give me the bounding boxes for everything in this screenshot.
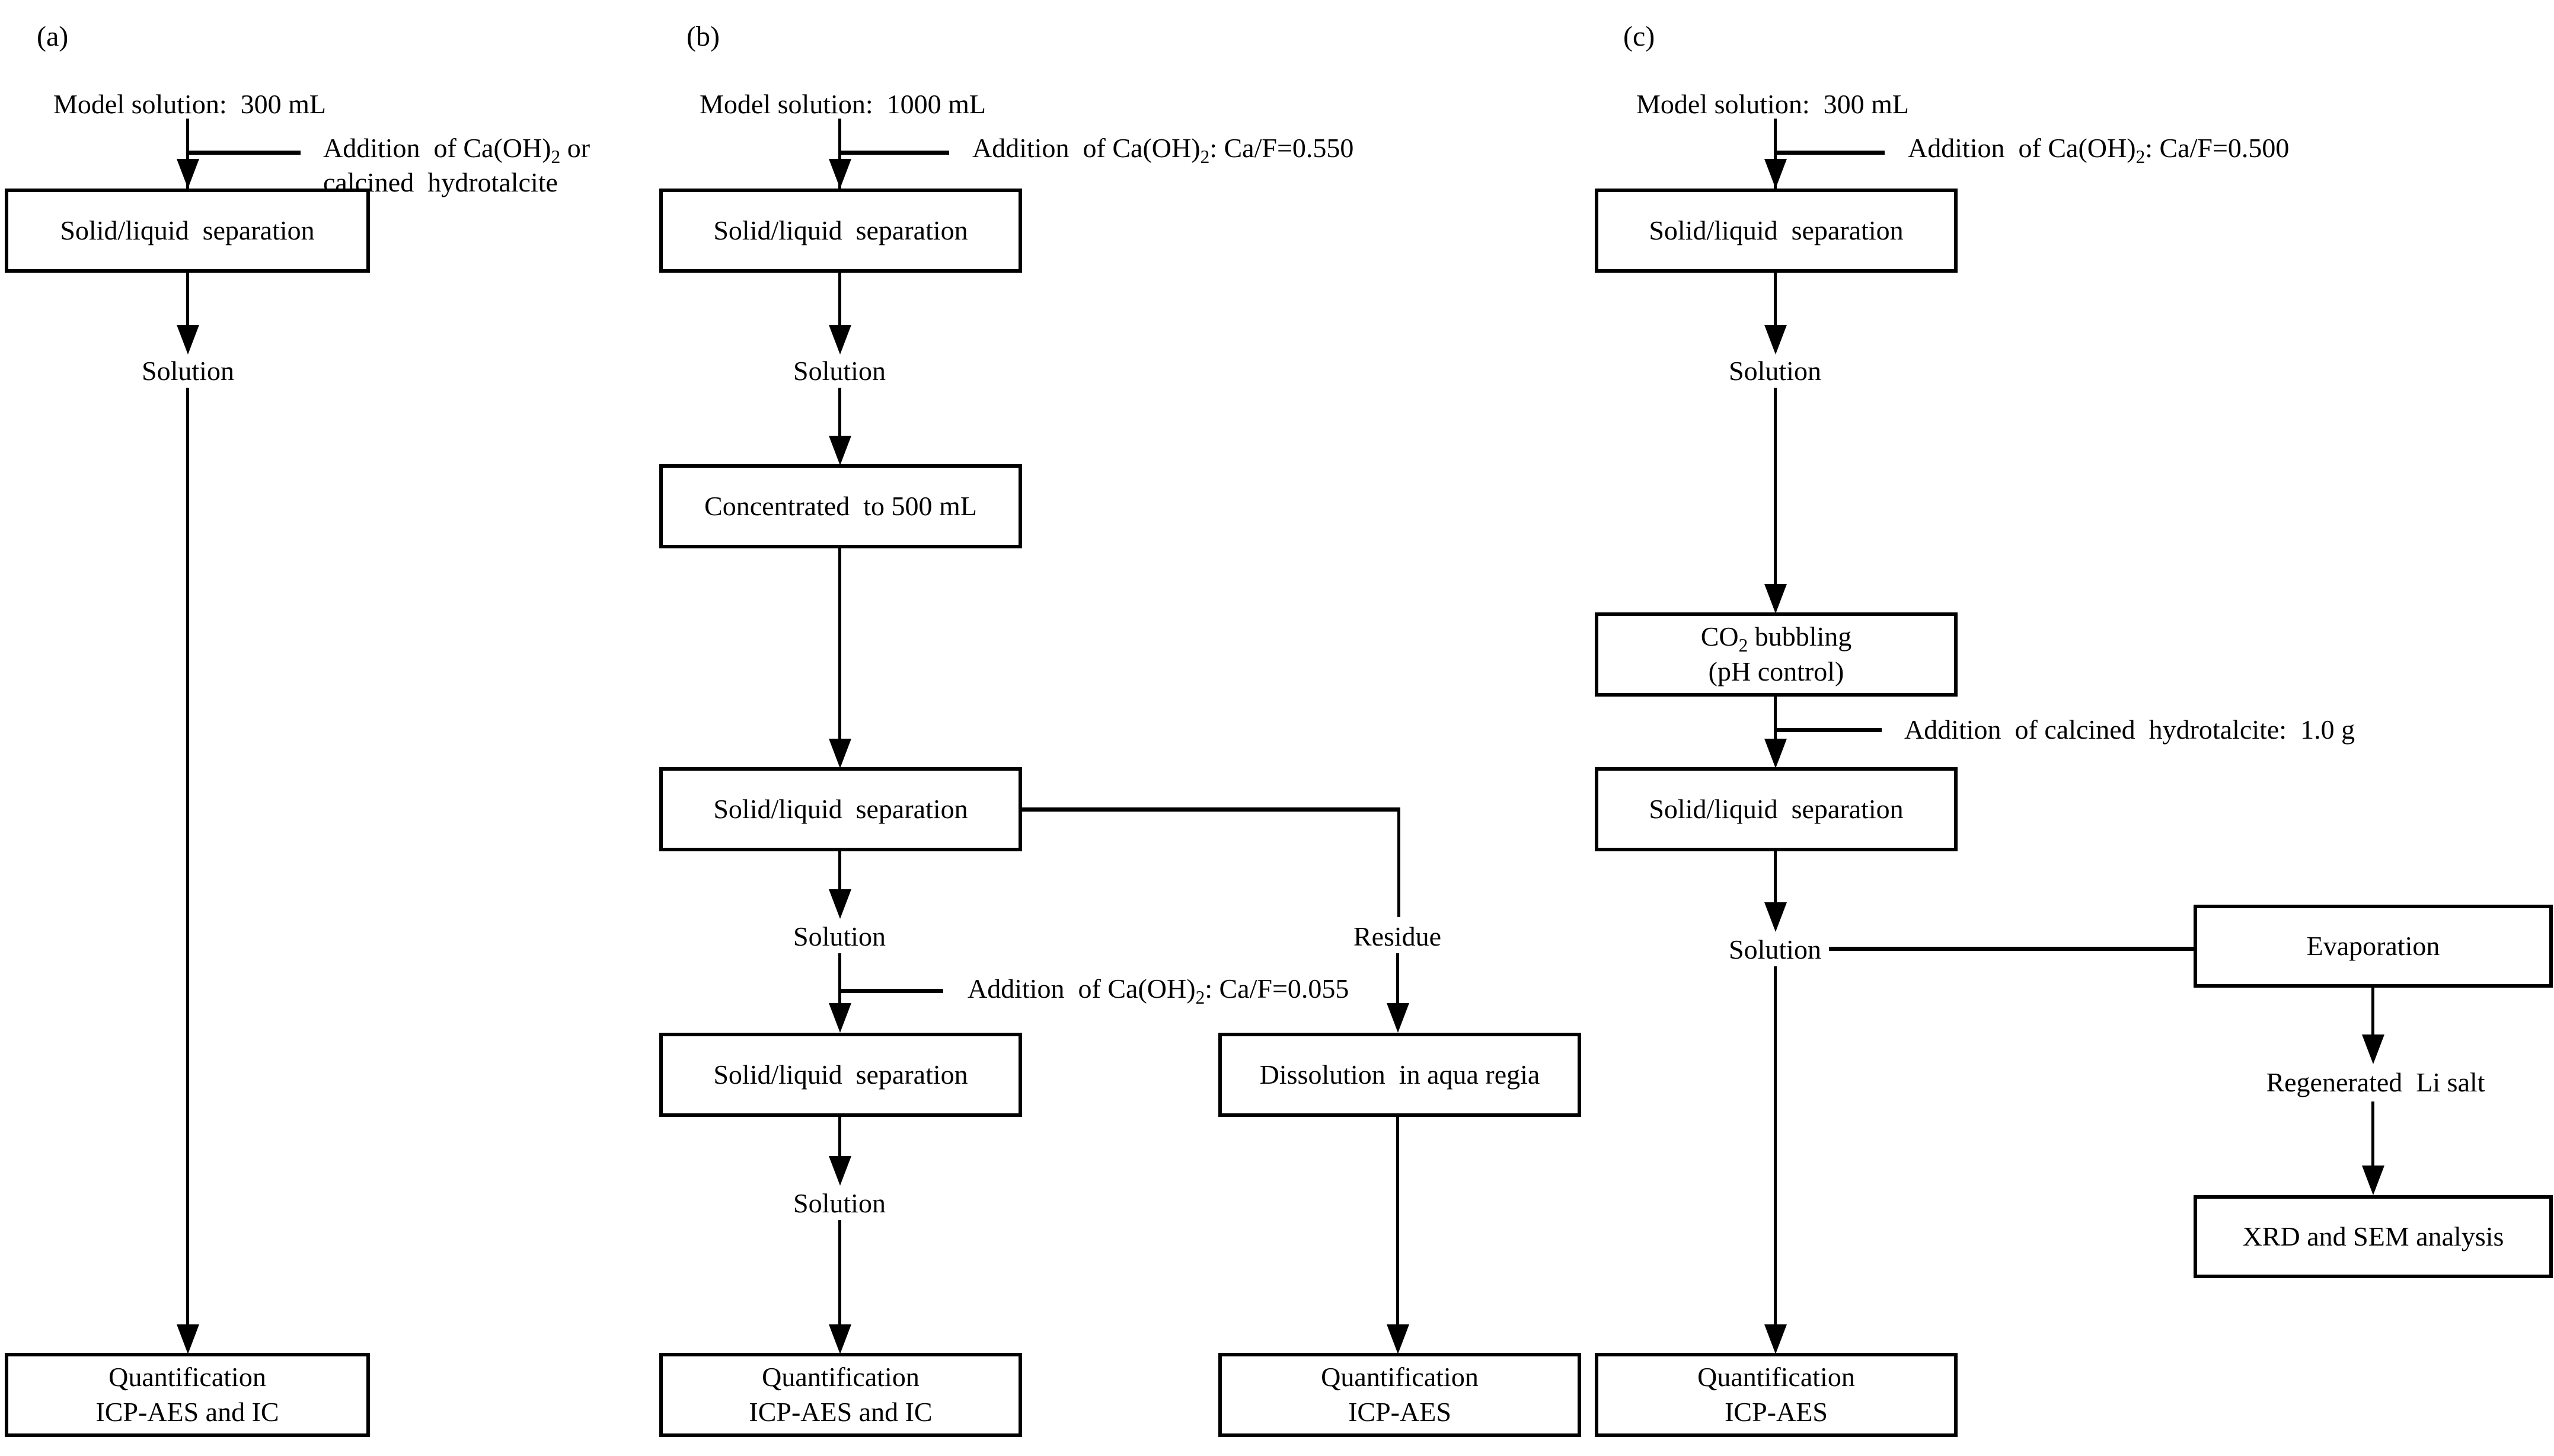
panel-b-addition2-text: Addition of Ca(OH)2: Ca/F=0.055: [968, 973, 1349, 1008]
panel-b-arrowhead-residue: [1387, 1003, 1409, 1033]
panel-a-box-separation: Solid/liquid separation: [5, 189, 370, 273]
panel-a-connector-long: [186, 388, 189, 1326]
panel-a-addition-text-line1: Addition of Ca(OH)2 or: [323, 133, 590, 168]
panel-c-box-xrd-sem: XRD and SEM analysis: [2194, 1195, 2553, 1278]
panel-c-evaporation-branch-line: [1829, 947, 2194, 951]
panel-c-box-co2-bubbling: CO2 bubbling (pH control): [1595, 612, 1958, 697]
panel-c-connector-long: [1774, 966, 1777, 1326]
panel-b-arrowhead-5: [829, 889, 851, 919]
panel-c-addition2-text: Addition of calcined hydrotalcite: 1.0 g: [1904, 714, 2355, 745]
panel-c-solution2-label: Solution: [1729, 934, 1821, 965]
panel-b-box-concentrated: Concentrated to 500 mL: [659, 464, 1022, 548]
panel-b-residue-branch-vertical: [1397, 807, 1400, 917]
panel-b-arrowhead-6: [829, 1003, 851, 1033]
panel-b-connector-2: [838, 273, 841, 329]
panel-b-connector-5: [838, 851, 841, 893]
panel-c-box-separation1: Solid/liquid separation: [1595, 189, 1958, 273]
panel-c-arrowhead-4: [1764, 739, 1787, 768]
panel-c-box-evaporation: Evaporation: [2194, 905, 2553, 988]
panel-b-dissolution-connector: [1396, 1117, 1399, 1326]
panel-b-addition1-text: Addition of Ca(OH)2: Ca/F=0.550: [972, 133, 1354, 168]
panel-b-connector-6: [838, 953, 841, 1008]
panel-b-connector-3: [838, 388, 841, 440]
panel-b-arrowhead-2: [829, 325, 851, 355]
panel-b-arrowhead-1: [829, 159, 851, 189]
panel-c-arrowhead-6: [2362, 1034, 2384, 1064]
panel-b-box-separation3: Solid/liquid separation: [659, 1033, 1022, 1117]
panel-c-arrowhead-1: [1764, 159, 1787, 189]
panel-c-addition2-branch-line: [1775, 728, 1882, 732]
panel-b-box-separation1: Solid/liquid separation: [659, 189, 1022, 273]
panel-c-connector-5: [1774, 851, 1777, 903]
panel-a-connector-top: [186, 119, 189, 190]
panel-a-arrowhead-3: [177, 1324, 199, 1354]
panel-b-model-solution: Model solution: 1000 mL: [700, 89, 986, 119]
panel-b-solution2-label: Solution: [793, 921, 886, 951]
panel-c-arrowhead-7: [2362, 1166, 2384, 1195]
panel-b-arrowhead-8: [829, 1324, 851, 1354]
panel-c-connector-3: [1774, 388, 1777, 585]
panel-b-box-dissolution: Dissolution in aqua regia: [1218, 1033, 1581, 1117]
panel-c-regenerated-connector: [2371, 1101, 2374, 1168]
panel-b-connector-7: [838, 1117, 841, 1160]
panel-a-label: (a): [37, 21, 69, 52]
panel-c-model-solution: Model solution: 300 mL: [1636, 89, 1909, 119]
panel-b-box-separation2: Solid/liquid separation: [659, 767, 1022, 851]
panel-b-solution1-label: Solution: [793, 356, 886, 386]
panel-b-connector-8: [838, 1220, 841, 1326]
panel-c-arrowhead-5: [1764, 902, 1787, 932]
panel-a-arrowhead-1: [177, 159, 199, 189]
panel-c-arrowhead-2: [1764, 325, 1787, 355]
panel-c-regenerated-label: Regenerated Li salt: [2266, 1067, 2485, 1097]
panel-b-connector-4: [838, 548, 841, 741]
panel-b-label: (b): [687, 21, 720, 52]
panel-a-model-solution: Model solution: 300 mL: [53, 89, 326, 119]
panel-c-arrowhead-8: [1764, 1324, 1787, 1354]
panel-b-arrowhead-3: [829, 436, 851, 465]
panel-a-arrowhead-2: [177, 325, 199, 355]
panel-b-addition1-branch-line: [839, 151, 949, 155]
panel-c-evaporation-connector: [2371, 988, 2374, 1038]
panel-c-label: (c): [1623, 21, 1655, 52]
panel-c-solution1-label: Solution: [1729, 356, 1821, 386]
panel-c-arrowhead-3: [1764, 584, 1787, 614]
panel-b-addition2-branch-line: [839, 989, 943, 993]
panel-b-residue-label: Residue: [1353, 921, 1442, 951]
panel-a-connector-2: [186, 273, 189, 329]
panel-b-arrowhead-9: [1387, 1324, 1409, 1354]
panel-c-connector-2: [1774, 273, 1777, 329]
panel-b-residue-connector: [1396, 953, 1399, 1007]
panel-b-arrowhead-4: [829, 739, 851, 768]
panel-b-residue-branch-horizontal: [1022, 807, 1400, 812]
panel-a-solution-label: Solution: [142, 356, 234, 386]
panel-c-addition1-text: Addition of Ca(OH)2: Ca/F=0.500: [1908, 133, 2290, 168]
panel-a-addition-branch-line: [188, 151, 301, 155]
panel-c-box-separation2: Solid/liquid separation: [1595, 767, 1958, 851]
panel-c-connector-4: [1774, 697, 1777, 740]
panel-c-addition1-branch-line: [1775, 151, 1885, 155]
panel-b-arrowhead-7: [829, 1156, 851, 1186]
panel-b-solution3-label: Solution: [793, 1188, 886, 1218]
